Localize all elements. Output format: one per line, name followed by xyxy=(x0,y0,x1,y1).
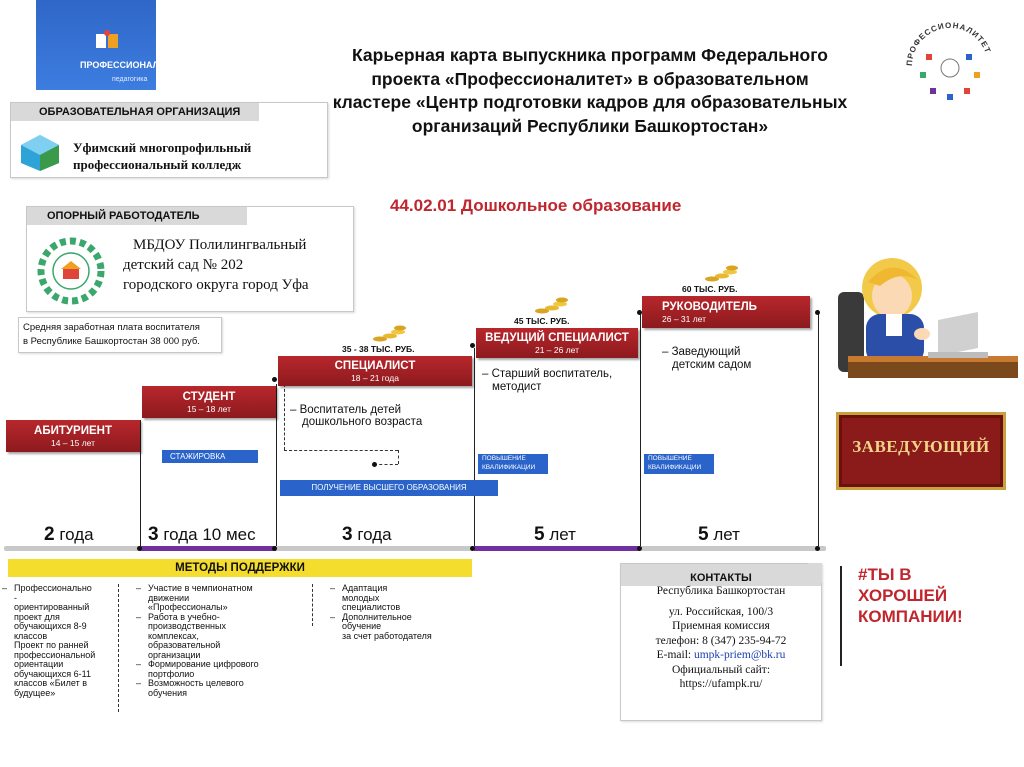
employer-box: ОПОРНЫЙ РАБОТОДАТЕЛЬ МБДОУ Полилингвальн… xyxy=(26,206,354,312)
timeline-divider-2 xyxy=(276,384,277,550)
employer-header: ОПОРНЫЙ РАБОТОДАТЕЛЬ xyxy=(27,207,247,225)
duration-2: 3 года 10 мес xyxy=(148,524,256,545)
support-divider xyxy=(312,584,313,626)
timeline-divider-1 xyxy=(140,420,141,550)
college-logo-icon xyxy=(21,135,59,171)
contacts-box: КОНТАКТЫ Республика Башкортостан ул. Рос… xyxy=(620,563,822,721)
support-list-3: Адаптация молодых специалистов Дополните… xyxy=(330,583,460,641)
specialty-heading: 44.02.01 Дошкольное образование xyxy=(390,196,682,215)
timeline-divider-5 xyxy=(818,314,819,550)
contacts-tab xyxy=(808,563,822,583)
org-header: ОБРАЗОВАТЕЛЬНАЯ ОРГАНИЗАЦИЯ xyxy=(11,103,259,121)
dashed-path xyxy=(374,464,398,465)
coins-icon xyxy=(705,265,738,282)
timeline-divider-4 xyxy=(640,314,641,550)
timeline-dot xyxy=(815,546,820,551)
kindergarten-logo-icon xyxy=(37,237,105,305)
manager-illustration xyxy=(838,258,1018,378)
desc-specialist: – Воспитатель детей дошкольного возраста xyxy=(290,404,423,428)
coins-icon xyxy=(535,297,568,314)
timeline-divider-3 xyxy=(474,348,475,550)
timeline-track xyxy=(4,546,826,551)
timeline-dot xyxy=(137,546,142,551)
contacts-body: Республика Башкортостан ул. Российская, … xyxy=(621,584,821,692)
professionalitet-logo-right: ПРОФЕССИОНАЛИТЕТ xyxy=(905,21,992,100)
slogan-divider xyxy=(840,566,842,666)
contacts-header: КОНТАКТЫ xyxy=(621,564,821,586)
contacts-site-link[interactable]: https://ufampk.ru/ xyxy=(679,678,763,690)
timeline-dot xyxy=(637,546,642,551)
step-dot xyxy=(272,377,277,382)
timeline-dot xyxy=(272,546,277,551)
employer-name: МБДОУ Полилингвальный детский сад № 202 … xyxy=(123,237,309,293)
dashed-path xyxy=(284,450,398,451)
internship-label: СТАЖИРОВКА xyxy=(162,450,258,463)
salary-lead-specialist: 45 ТЫС. РУБ. xyxy=(514,316,570,326)
salary-specialist: 35 - 38 ТЫС. РУБ. xyxy=(342,344,415,354)
manager-sign: ЗАВЕДУЮЩИЙ xyxy=(836,412,1006,490)
avg-salary-note: Средняя заработная плата воспитателя в Р… xyxy=(18,317,222,353)
dashed-path xyxy=(398,450,399,464)
timeline-segment xyxy=(140,546,276,551)
book-icon xyxy=(96,30,118,48)
coins-icon xyxy=(373,325,406,342)
support-methods-header: МЕТОДЫ ПОДДЕРЖКИ xyxy=(8,559,472,577)
professionalitet-logo-left: ПРОФЕССИОНАЛИТЕТ педагогика xyxy=(36,0,182,90)
logo-left-sub: ПРОФЕССИОНАЛИТЕТ xyxy=(80,60,183,70)
timeline-dot xyxy=(470,546,475,551)
duration-1: 2 года xyxy=(44,524,94,545)
contacts-email-link[interactable]: umpk-priem@bk.ru xyxy=(693,649,786,661)
slogan: #ТЫ В ХОРОШЕЙ КОМПАНИИ! xyxy=(858,565,963,626)
timeline-segment xyxy=(474,546,640,551)
desc-lead-specialist: – Старший воспитатель, методист xyxy=(482,368,613,393)
support-list-1: Профессионально - ориентированный проект… xyxy=(2,583,106,698)
desc-manager: – Заведующий детским садом xyxy=(662,346,752,371)
page-title: Карьерная карта выпускника программ Феде… xyxy=(332,45,848,136)
org-name: Уфимский многопрофильный профессиональны… xyxy=(73,140,252,172)
higher-education-label: ПОЛУЧЕНИЕ ВЫСШЕГО ОБРАЗОВАНИЯ xyxy=(280,480,498,496)
duration-3: 3 года xyxy=(342,524,392,545)
org-box: ОБРАЗОВАТЕЛЬНАЯ ОРГАНИЗАЦИЯ Уфимский мно… xyxy=(10,102,328,178)
duration-4: 5 лет xyxy=(534,524,576,545)
support-list-2: Участие в чемпионатном движении «Професс… xyxy=(136,583,276,698)
dashed-path xyxy=(284,384,285,450)
step-dot xyxy=(470,343,475,348)
salary-manager: 60 ТЫС. РУБ. xyxy=(682,284,738,294)
logo-left-caption: педагогика xyxy=(112,76,148,83)
path-dot xyxy=(372,462,377,467)
step-dot xyxy=(815,310,820,315)
step-dot xyxy=(637,310,642,315)
support-divider xyxy=(118,584,119,712)
duration-5: 5 лет xyxy=(698,524,740,545)
